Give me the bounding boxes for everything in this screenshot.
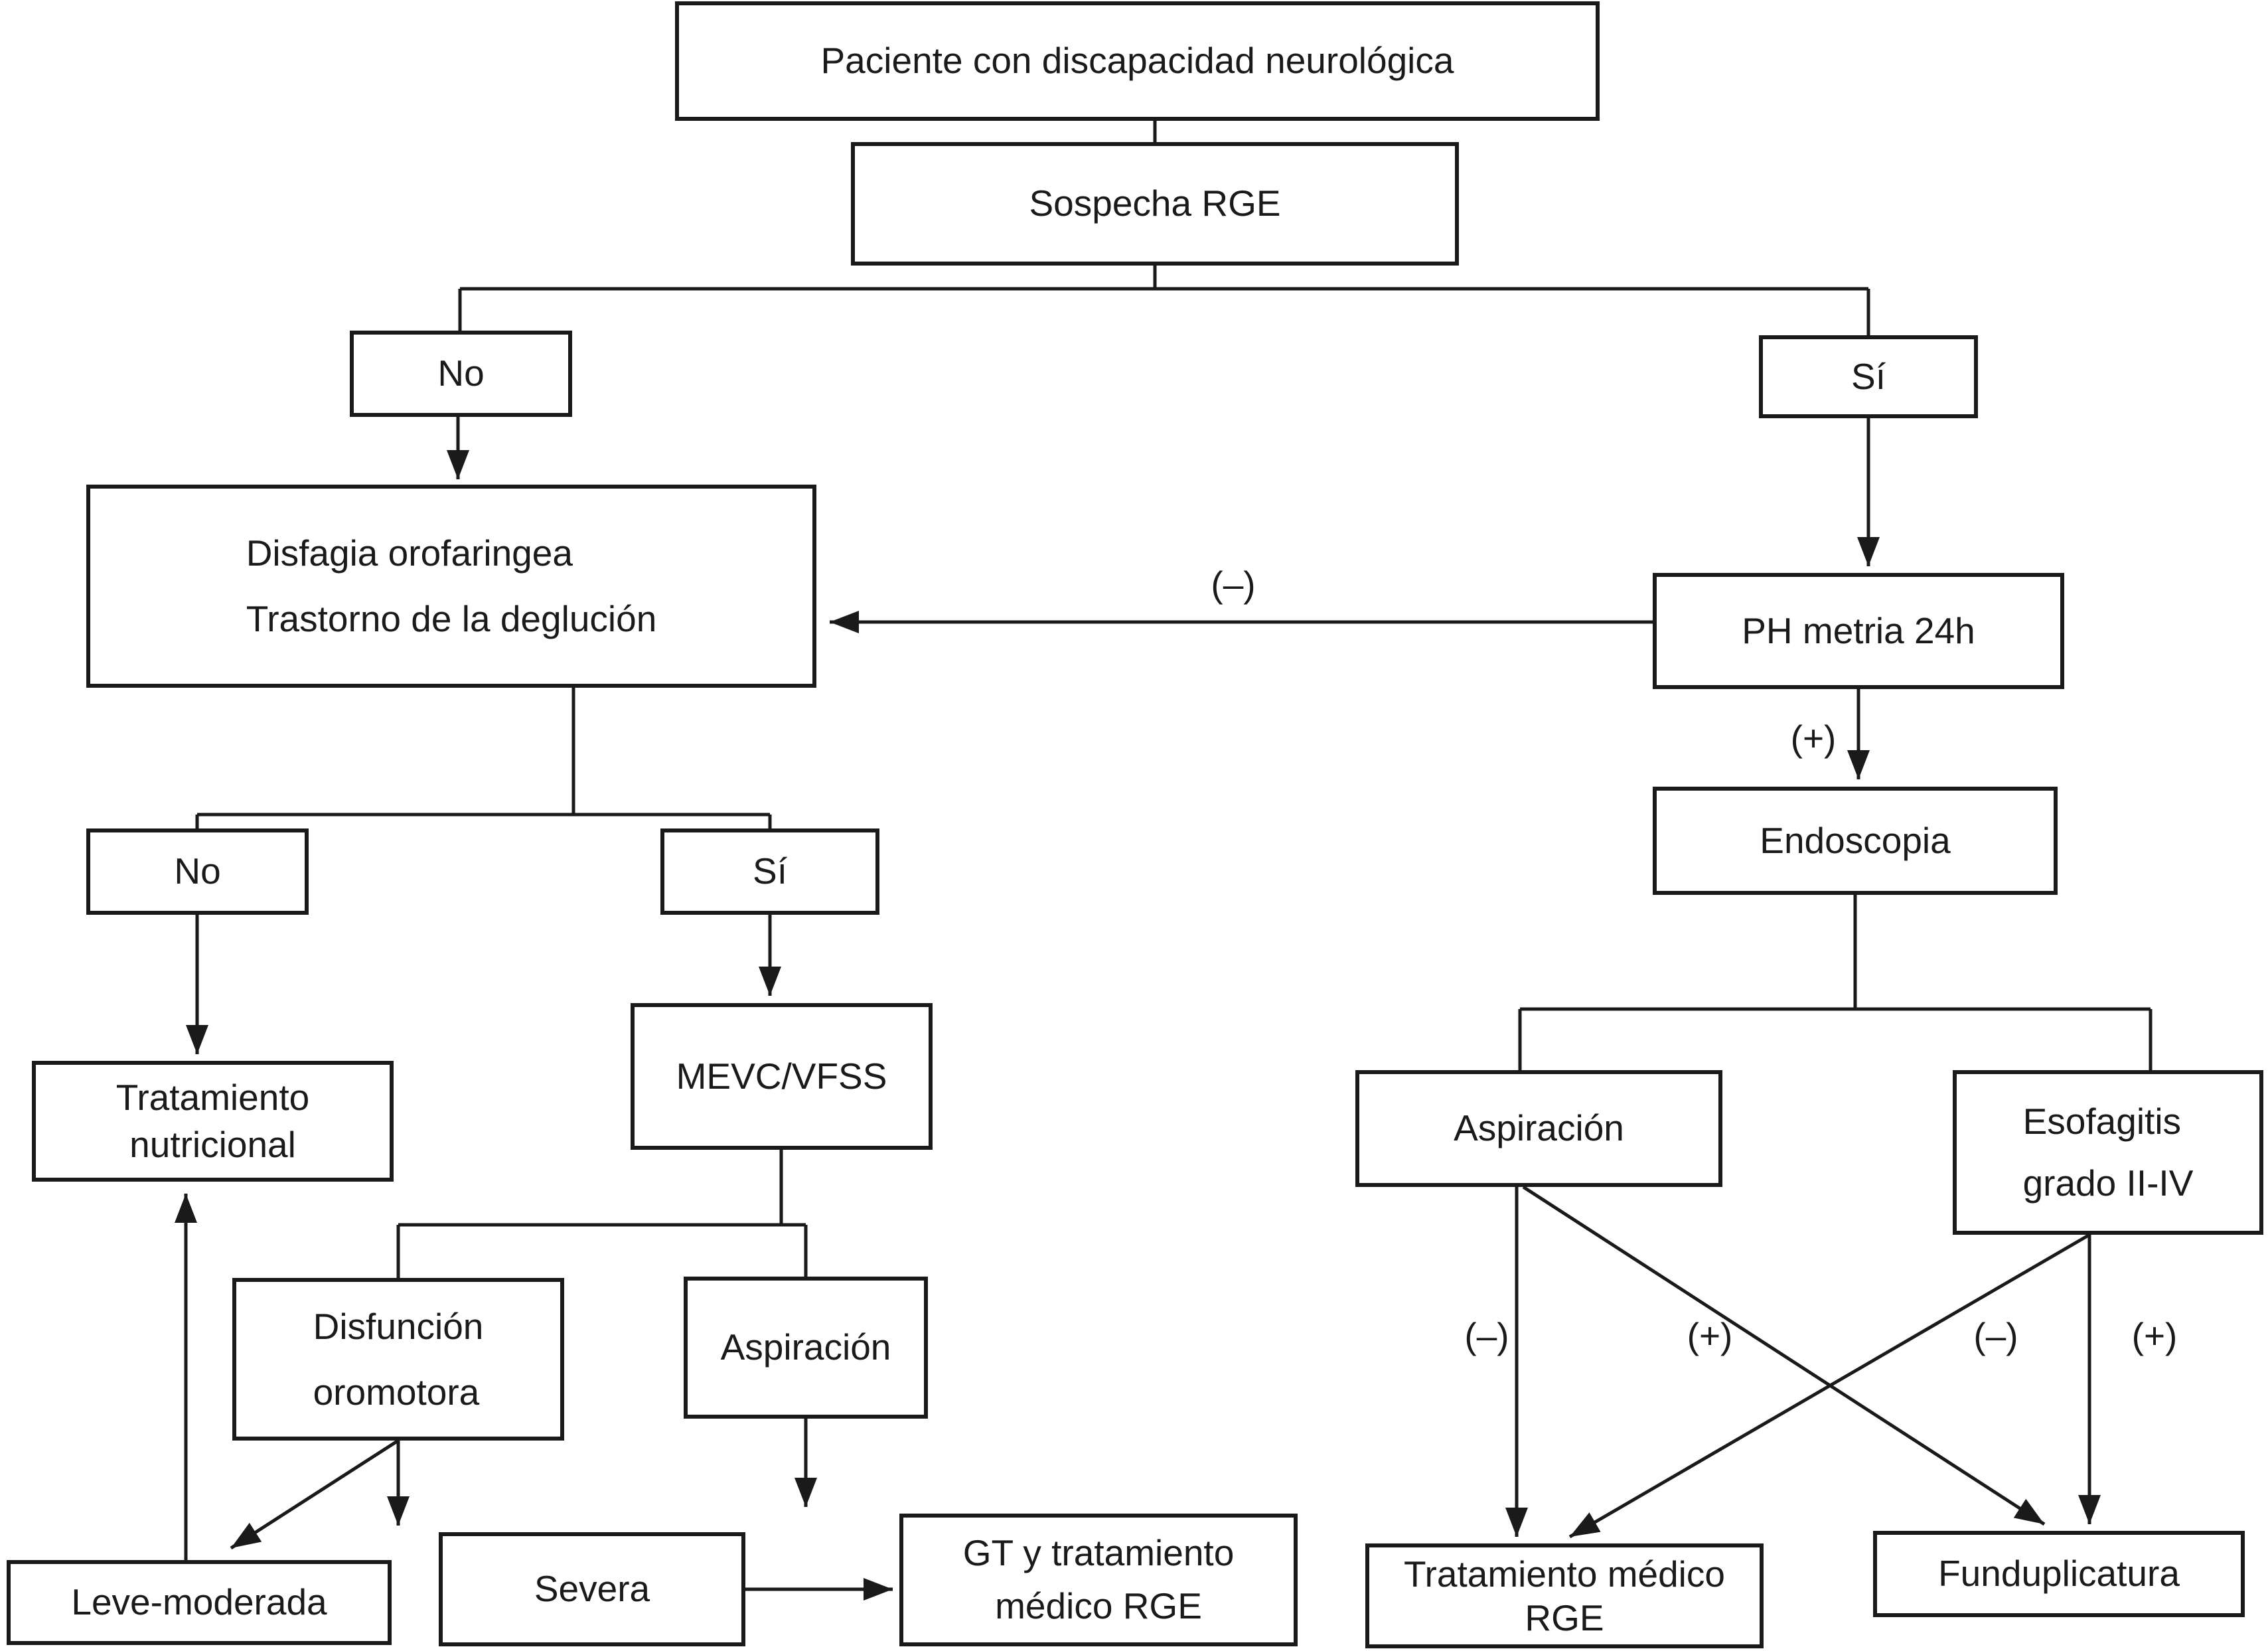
edge-label-ph-positivo: (+) <box>1790 718 1837 759</box>
node-disfuncion-text: Disfunción oromotora <box>313 1294 484 1425</box>
node-tratamiento-nutricional: Tratamiento nutricional <box>32 1061 394 1182</box>
node-gt-line2: médico RGE <box>995 1585 1202 1626</box>
node-esofagitis-line2: grado II-IV <box>2022 1162 2194 1204</box>
node-no-sospecha: No <box>350 331 572 417</box>
edge-label-ph-negativo: (–) <box>1211 564 1256 605</box>
edge-label-esofagitis-positivo: (+) <box>2131 1315 2178 1356</box>
node-no-disfagia: No <box>86 828 309 915</box>
node-esofagitis-text: Esofagitis grado II-IV <box>2023 1091 2194 1215</box>
node-paciente-label: Paciente con discapacidad neurológica <box>820 40 1454 82</box>
node-gt-text: GT y tratamiento médico RGE <box>963 1527 1235 1633</box>
edge-label-aspiracion-positivo: (+) <box>1687 1315 1733 1356</box>
node-trat-medico-line1: Tratamiento médico <box>1404 1553 1725 1595</box>
node-si2-label: Sí <box>753 850 787 892</box>
node-leve-moderada-label: Leve-moderada <box>71 1581 327 1623</box>
node-tratamiento-medico-rge: Tratamiento médico RGE <box>1365 1543 1764 1648</box>
node-disfuncion-oromotora: Disfunción oromotora <box>232 1278 564 1441</box>
node-esofagitis-line1: Esofagitis <box>2022 1100 2182 1142</box>
node-funduplicatura-label: Funduplicatura <box>1938 1553 2180 1595</box>
node-aspiracion-endoscopia: Aspiración <box>1355 1070 1722 1187</box>
node-trat-nutricional-line1: Tratamiento <box>115 1076 310 1118</box>
node-paciente-discapacidad: Paciente con discapacidad neurológica <box>675 1 1600 121</box>
node-disfuncion-line2: oromotora <box>313 1371 480 1413</box>
node-sospecha-label: Sospecha RGE <box>1029 183 1281 224</box>
node-no2-label: No <box>174 850 221 892</box>
node-disfagia-orofaringea: Disfagia orofaringea Trastorno de la deg… <box>86 485 816 688</box>
node-endoscopia: Endoscopia <box>1653 787 2058 895</box>
node-si-disfagia: Sí <box>660 828 879 915</box>
node-gt-tratamiento-medico: GT y tratamiento médico RGE <box>899 1514 1298 1646</box>
connector-paths <box>175 121 2153 1601</box>
node-disfuncion-line1: Disfunción <box>313 1305 484 1347</box>
node-phmetria-label: PH metria 24h <box>1742 609 1975 651</box>
node-disfagia-line2: Trastorno de la deglución <box>246 598 657 639</box>
node-aspiracion-der-label: Aspiración <box>1454 1107 1624 1149</box>
node-funduplicatura: Funduplicatura <box>1873 1531 2245 1617</box>
edge-label-esofagitis-negativo: (–) <box>1973 1315 2018 1356</box>
edge-label-aspiracion-negativo: (–) <box>1464 1315 1509 1356</box>
node-disfagia-line1: Disfagia orofaringea <box>246 532 573 574</box>
node-mevc-label: MEVC/VFSS <box>676 1055 887 1097</box>
node-si-sospecha: Sí <box>1759 335 1978 418</box>
node-severa: Severa <box>439 1532 745 1646</box>
node-sospecha-rge: Sospecha RGE <box>851 142 1459 266</box>
node-esofagitis-grado: Esofagitis grado II-IV <box>1953 1070 2263 1235</box>
node-no1-label: No <box>437 353 485 394</box>
node-disfagia-text: Disfagia orofaringea Trastorno de la deg… <box>246 520 657 652</box>
node-mevc-vfss: MEVC/VFSS <box>631 1003 933 1150</box>
node-gt-line1: GT y tratamiento <box>962 1532 1235 1574</box>
node-si1-label: Sí <box>1851 355 1886 397</box>
node-aspiracion-deglucion: Aspiración <box>684 1277 928 1419</box>
node-trat-medico-line2: RGE <box>1525 1597 1604 1638</box>
node-leve-moderada: Leve-moderada <box>7 1560 392 1645</box>
node-severa-label: Severa <box>534 1568 650 1610</box>
node-trat-nutricional-line2: nutricional <box>129 1124 296 1165</box>
node-trat-nutricional-text: Tratamiento nutricional <box>116 1074 309 1169</box>
node-trat-medico-text: Tratamiento médico RGE <box>1404 1552 1725 1640</box>
node-endoscopia-label: Endoscopia <box>1760 819 1951 861</box>
node-ph-metria-24h: PH metria 24h <box>1653 573 2064 689</box>
node-aspiracion-izq-label: Aspiración <box>720 1326 891 1368</box>
